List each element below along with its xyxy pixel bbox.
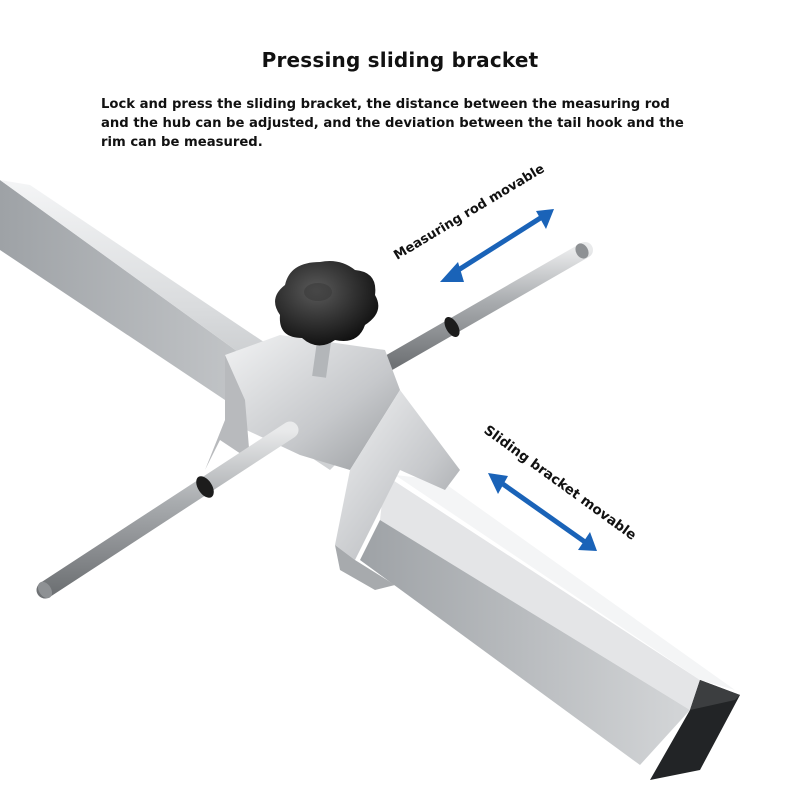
measuring-rod <box>377 242 593 373</box>
measuring-rod-front <box>36 421 299 599</box>
bar-end-cap <box>650 680 740 780</box>
description-text: Lock and press the sliding bracket, the … <box>101 97 684 150</box>
label-measuring-rod: Measuring rod movable <box>391 161 547 263</box>
double-arrow-icon-bracket <box>488 473 597 551</box>
double-arrow-icon-rod <box>440 209 554 282</box>
page-title: Pressing sliding bracket <box>261 48 539 72</box>
lock-knob-icon <box>275 261 379 346</box>
